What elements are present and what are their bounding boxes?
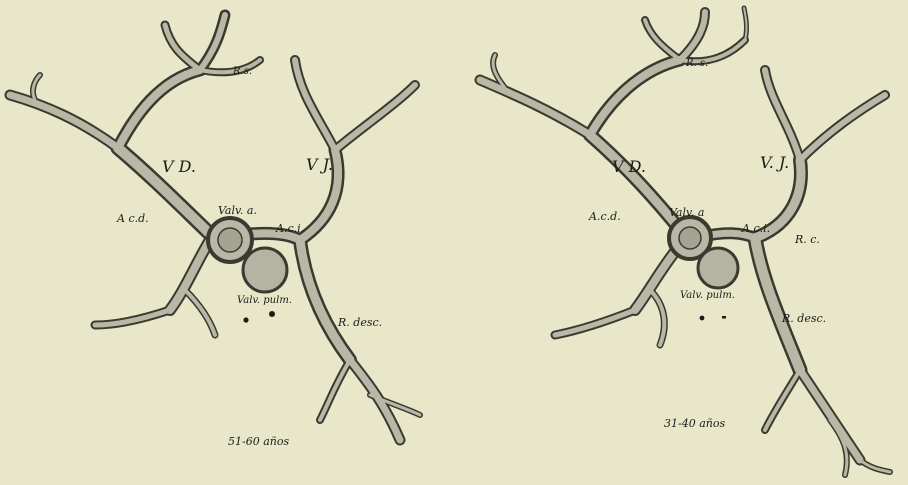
right-label-valv-a: Valv. a: [669, 206, 704, 219]
left-dot-1: [243, 317, 248, 322]
right-dot-2: [722, 316, 726, 319]
right-label-vd: V D.: [612, 157, 646, 176]
left-pulmonary-valve: [243, 248, 287, 292]
left-label-aci: A.c.i.: [275, 222, 304, 235]
left-label-vd: V D.: [162, 157, 196, 176]
left-label-valv-a: Valv. a.: [218, 204, 257, 217]
right-label-rc: R. c.: [794, 233, 820, 246]
right-vessel-tree: [480, 8, 890, 475]
left-vessel-tree: [10, 15, 420, 440]
left-label-acd: A c.d.: [116, 212, 149, 225]
right-dot-1: [700, 316, 705, 321]
right-coronary-diagram: R. s. V D. V. J. A.c.d. Valv. a A.c.i. R…: [480, 8, 890, 475]
right-label-rdesc: R. desc.: [781, 312, 826, 325]
left-label-vi: V J.: [306, 155, 333, 174]
left-caption: 51-60 años: [228, 435, 289, 448]
right-caption: 31-40 años: [664, 417, 725, 430]
right-label-vi: V. J.: [760, 153, 789, 172]
left-label-valv-pulm: Valv. pulm.: [237, 295, 292, 306]
left-label-rdesc: R. desc.: [337, 316, 382, 329]
right-pulmonary-valve: [698, 248, 738, 288]
right-label-rs: R. s.: [685, 58, 708, 69]
left-label-rs: R.s.: [232, 66, 252, 77]
left-coronary-diagram: R.s. V D. V J. A c.d. Valv. a. A.c.i. Va…: [10, 15, 420, 448]
right-label-acd: A.c.d.: [588, 210, 621, 223]
right-label-valv-pulm: Valv. pulm.: [680, 290, 735, 301]
right-label-aci: A.c.i.: [741, 222, 770, 235]
left-dot-2: [269, 311, 275, 317]
